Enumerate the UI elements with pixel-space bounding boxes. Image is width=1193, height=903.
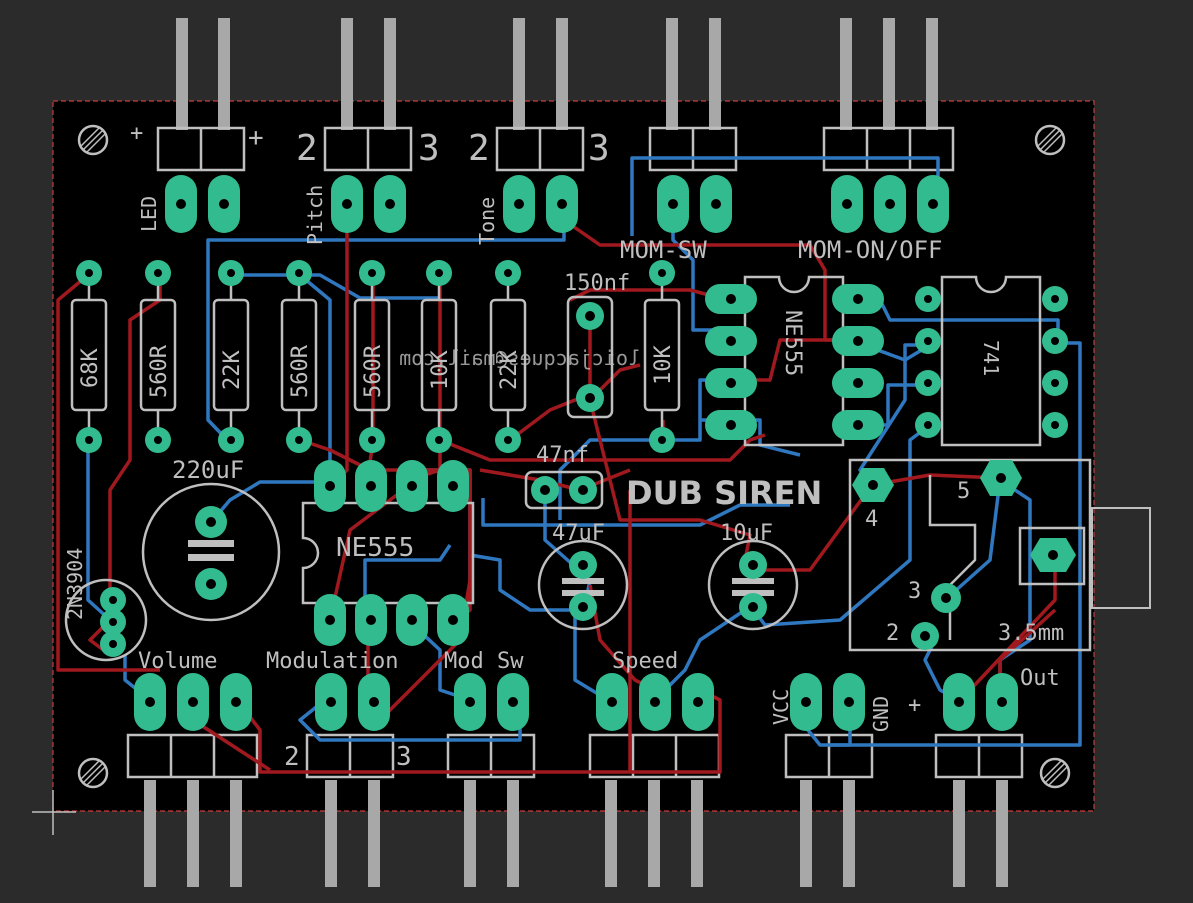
label-r4: 560R: [288, 344, 313, 398]
ic-ne555-right-outline: [743, 275, 845, 447]
label-r8: 10K: [651, 345, 676, 385]
label-volume: Volume: [138, 649, 217, 674]
mounting-hole-bottom-right: [1039, 757, 1071, 789]
label-jack-pin-5: 5: [957, 479, 970, 504]
label-mom-on-off: MOM-ON/OFF: [798, 236, 943, 264]
label-jack: 3.5mm: [998, 621, 1064, 646]
label-vcc: VCC: [769, 689, 793, 725]
label-jack-pin-3: 3: [908, 579, 921, 604]
cap-150nf-outline: [566, 295, 614, 419]
label-speed: Speed: [612, 649, 678, 674]
bottom-connectors: [126, 733, 1024, 779]
label-r3: 22K: [220, 350, 245, 390]
label-led: LED: [137, 196, 161, 232]
label-pin-2-tone: 2: [468, 128, 490, 169]
transistor-outline: [64, 578, 148, 662]
header-pins: [144, 18, 1008, 887]
label-cap-47nf: 47nf: [536, 443, 589, 468]
mounting-hole-bottom-left: [77, 757, 109, 789]
label-jack-pin-4: 4: [865, 507, 878, 532]
label-pin-2-pitch: 2: [296, 128, 318, 169]
label-jack-pin-2: 2: [886, 621, 899, 646]
mounting-hole-top-left: [77, 124, 109, 156]
label-r6: 10K: [428, 350, 453, 390]
origin-markers: [32, 790, 76, 835]
silkscreen-labels: + + 2 3 2 3 LED Pitch Tone MOM-SW MOM-ON…: [63, 121, 1064, 772]
board-outline: [52, 100, 1095, 812]
label-r7: 22K: [497, 350, 522, 390]
label-pin-3-pitch: 3: [418, 128, 440, 169]
label-out: Out: [1020, 666, 1060, 691]
cap-47nf-outline: [524, 470, 604, 510]
component-outlines: [64, 275, 1151, 662]
label-mom-sw: MOM-SW: [620, 236, 707, 264]
label-pin-3-modulation: 3: [396, 742, 412, 772]
label-pin-2-modulation: 2: [284, 742, 300, 772]
cap-47uf-outline: [537, 539, 629, 631]
mounting-hole-top-right: [1034, 124, 1066, 156]
resistor-bodies: [70, 285, 681, 428]
cap-10uf-outline: [707, 539, 799, 631]
label-cap-10uf: 10uF: [720, 521, 773, 546]
mirrored-text: loicjacques@mail.com: [399, 346, 640, 370]
drill-holes: [85, 199, 1059, 707]
label-ic-ne555-right: NE555: [780, 310, 805, 376]
ic-741-outline: [940, 275, 1042, 447]
label-mod-sw: Mod Sw: [444, 649, 524, 674]
label-plus-out: +: [908, 693, 921, 718]
mounting-holes: [77, 124, 1071, 789]
jack-outline: [848, 458, 1092, 652]
label-gnd: GND: [869, 696, 893, 732]
label-cap-220uf: 220uF: [172, 456, 244, 484]
label-cap-47uf: 47uF: [552, 521, 605, 546]
label-modulation: Modulation: [266, 649, 398, 674]
top-connectors: [156, 126, 955, 172]
label-r1: 68K: [78, 348, 103, 388]
label-tone: Tone: [475, 197, 499, 245]
label-pin-3-tone: 3: [588, 128, 610, 169]
label-transistor: 2N3904: [63, 548, 87, 620]
board-title: DUB SIREN: [626, 474, 822, 512]
label-ic-ne555-left: NE555: [336, 533, 414, 563]
ic-ne555-left-outline: [301, 501, 475, 605]
label-r2: 560R: [147, 344, 172, 398]
label-plus-led-left: +: [130, 121, 143, 146]
label-r5: 560R: [361, 344, 386, 398]
cap-220uf-outline: [141, 482, 281, 622]
label-pitch: Pitch: [303, 185, 327, 245]
label-ic-741: 741: [979, 340, 1003, 376]
label-plus-led-right: +: [248, 123, 264, 153]
label-cap-150nf: 150nf: [564, 271, 630, 296]
